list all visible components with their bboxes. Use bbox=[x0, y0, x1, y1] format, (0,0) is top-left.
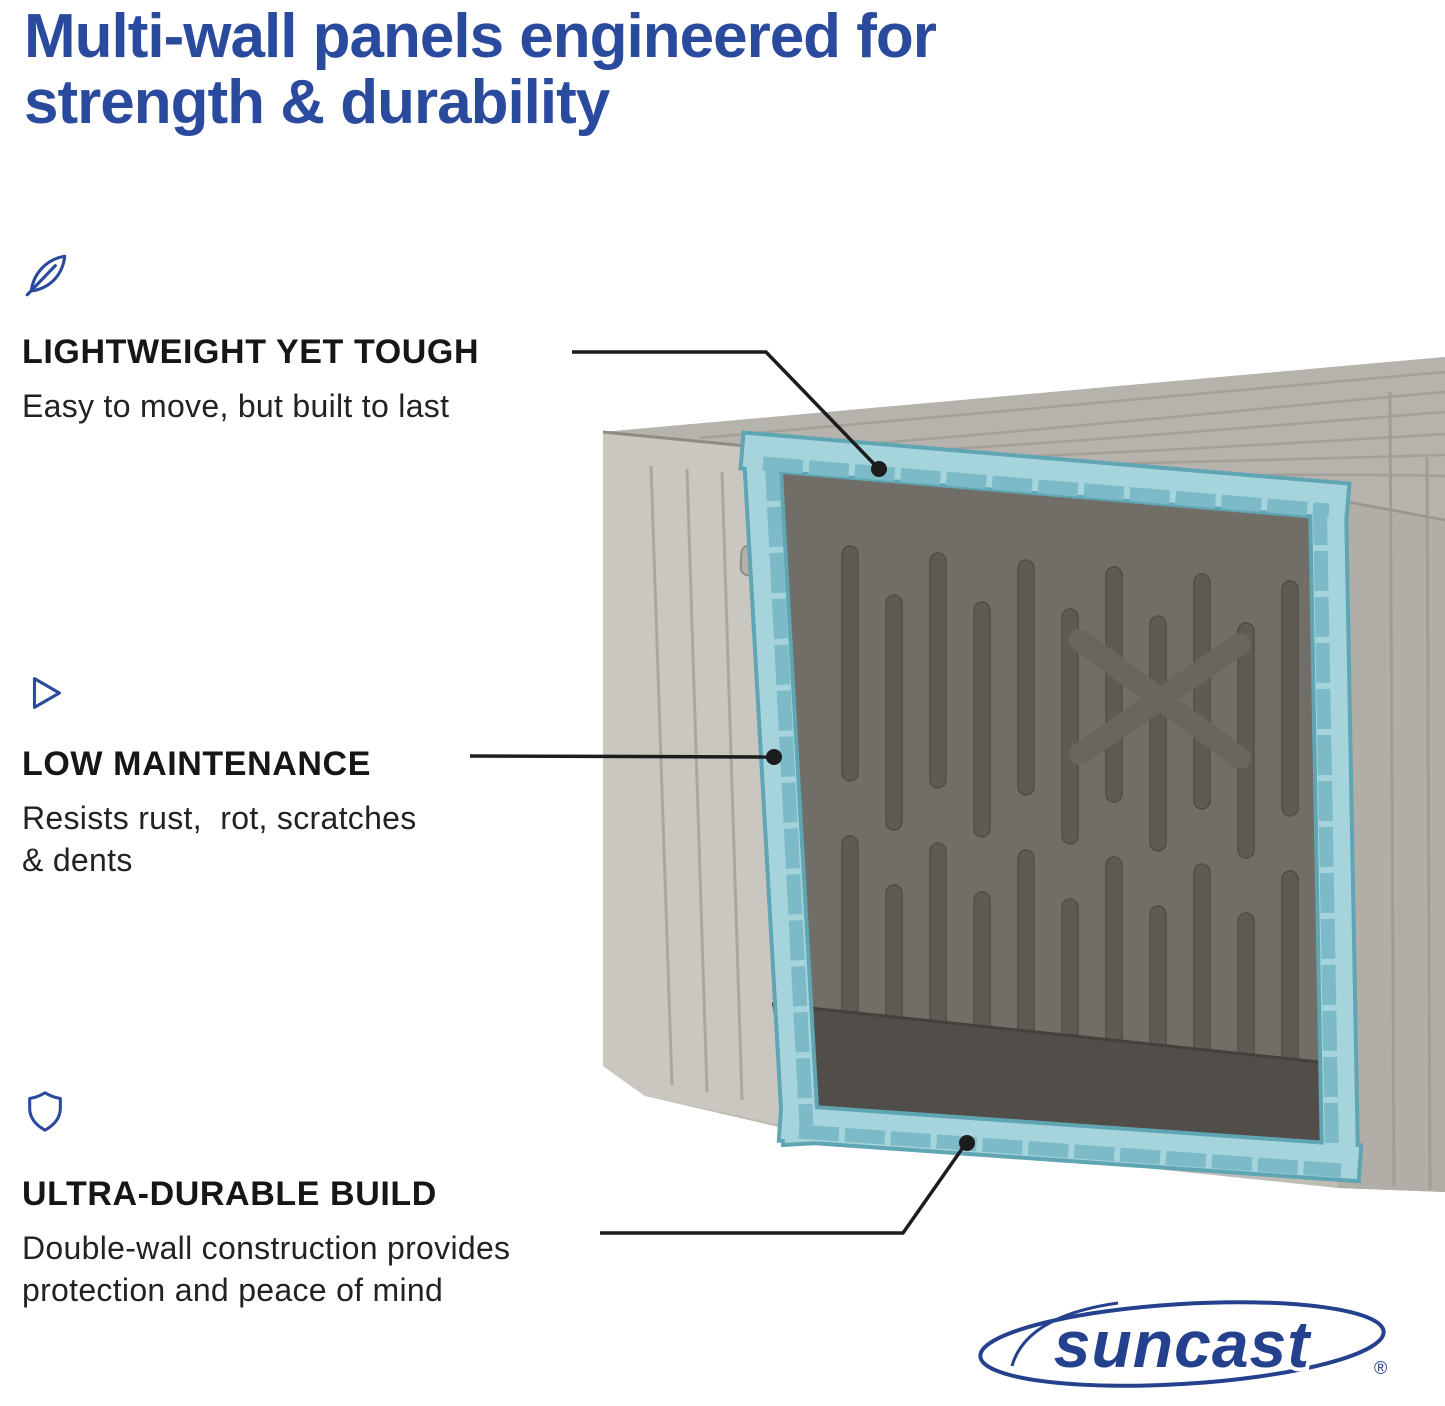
page-title-line2: strength & durability bbox=[24, 68, 610, 138]
interior-ribs bbox=[841, 545, 1299, 1114]
logo-wordmark: suncast bbox=[1054, 1307, 1312, 1381]
callout-dot-lightweight bbox=[871, 461, 887, 477]
storage-unit bbox=[602, 357, 1445, 1192]
feature-ultra-durable-heading: ULTRA-DURABLE BUILD bbox=[22, 1175, 437, 1213]
double-wall-cross-section bbox=[738, 430, 1364, 1184]
callout-dot-low-maintenance bbox=[766, 749, 782, 765]
feature-lightweight: LIGHTWEIGHT YET TOUGH Easy to move, but … bbox=[22, 250, 622, 427]
callout-dots bbox=[766, 461, 975, 1151]
callout-dot-ultra-durable bbox=[959, 1135, 975, 1151]
left-panel bbox=[603, 432, 798, 1128]
panel-latch bbox=[739, 544, 783, 578]
feature-ultra-durable-body: Double-wall construction provides protec… bbox=[22, 1230, 511, 1309]
top-face bbox=[603, 357, 1445, 520]
back-wall-brace bbox=[1069, 629, 1251, 769]
feature-low-maintenance-heading: LOW MAINTENANCE bbox=[22, 745, 371, 783]
left-panel-grooves bbox=[649, 465, 744, 1101]
right-end-face bbox=[1332, 499, 1445, 1192]
feature-low-maintenance: LOW MAINTENANCE Resists rust, rot, scrat… bbox=[22, 670, 582, 881]
page-title: Multi-wall panels engineered for strengt… bbox=[24, 2, 1224, 138]
logo-swoosh-inner bbox=[1010, 1301, 1119, 1367]
interior-floor bbox=[772, 1004, 1338, 1164]
logo-swoosh bbox=[978, 1300, 1386, 1388]
feature-low-maintenance-body: Resists rust, rot, scratches & dents bbox=[22, 800, 417, 879]
interior-back-wall bbox=[772, 458, 1338, 1164]
feature-lightweight-heading: LIGHTWEIGHT YET TOUGH bbox=[22, 333, 480, 371]
top-face-ridges bbox=[699, 370, 1445, 479]
feather-icon bbox=[22, 250, 622, 305]
suncast-logo: suncast ® bbox=[978, 1300, 1387, 1388]
shield-icon bbox=[22, 1088, 722, 1139]
feature-lightweight-body: Easy to move, but built to last bbox=[22, 388, 450, 424]
play-icon bbox=[22, 670, 582, 721]
page-title-line1: Multi-wall panels engineered for bbox=[24, 2, 937, 71]
feature-ultra-durable: ULTRA-DURABLE BUILD Double-wall construc… bbox=[22, 1088, 722, 1311]
logo-registered-mark: ® bbox=[1374, 1358, 1387, 1378]
